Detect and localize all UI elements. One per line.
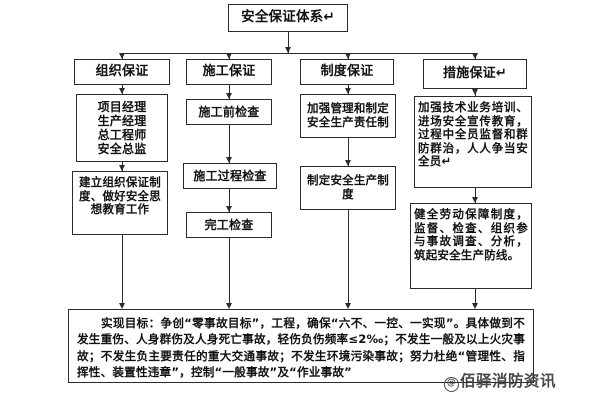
- node-goal-statement: 实现目标：争创“零事故目标”，工程，确保“六不、一控、一实现”。具体做到不发生重…: [68, 309, 534, 383]
- arrow-c3-b: [344, 160, 351, 166]
- arrow-c1-goal: [118, 303, 125, 309]
- node-c4-labor-protection: 健全劳动保障制度，监督、检查、组织参与事故调查、分析，筑起安全生产防线。: [410, 203, 532, 289]
- arrow-c1-a: [118, 88, 125, 94]
- connector-root-stem: [288, 32, 289, 53]
- node-root-safety-assurance-system: 安全保证体系↵: [228, 4, 348, 32]
- node-root-label: 安全保证体系↵: [241, 9, 335, 26]
- node-pillar-institutional-assurance: 制度保证: [300, 59, 394, 85]
- node-c2-completion-label: 完工检查: [204, 217, 254, 232]
- node-c3-safety-label: 制定安全生产制度: [307, 173, 389, 201]
- connector-c2-to-goal: [229, 238, 230, 307]
- watermark-text: 佰驿消防资讯: [460, 372, 557, 390]
- arrow-c2-a: [225, 93, 232, 99]
- arrow-c4-a: [471, 89, 478, 95]
- node-c3-strengthen-management: 加强管理和制定安全生产责任制: [300, 94, 396, 138]
- node-c3-safety-production-system: 制定安全生产制度: [300, 166, 396, 210]
- node-c1-roles: 项目经理 生产经理 总工程师 安全总监: [76, 94, 168, 162]
- node-pillar-1-label: 组织保证: [95, 64, 149, 80]
- arrow-pillar-2: [225, 53, 232, 59]
- arrow-c3-a: [344, 88, 351, 94]
- node-c4-technical-training: 加强技术业务培训、进场安全宣传教育，过程中全员监督和群防群治，人人争当安全员↵: [414, 96, 532, 188]
- connector-c4-a-to-b: [475, 188, 476, 203]
- arrow-root-stem: [284, 47, 291, 53]
- arrow-pillar-4: [471, 53, 478, 59]
- connector-c2-a-to-b: [229, 125, 230, 163]
- node-c4-training-label: 加强技术业务培训、进场安全宣传教育，过程中全员监督和群防群治，人人争当安全员↵: [418, 100, 528, 169]
- node-pillar-2-label: 施工保证: [202, 64, 256, 80]
- arrow-c3-goal: [344, 303, 351, 309]
- node-c1-build-system-label: 建立组织保证制度、做好安全思想教育工作: [79, 175, 161, 217]
- arrow-c2-b: [225, 157, 232, 163]
- arrow-pillar-3: [344, 53, 351, 59]
- node-c2-pre-construction-check: 施工前检查: [186, 99, 272, 125]
- node-pillar-construction-assurance: 施工保证: [186, 59, 272, 85]
- node-pillar-organizational-assurance: 组织保证: [74, 59, 170, 85]
- watermark: @佰驿消防资讯: [444, 369, 556, 392]
- node-c4-labor-label: 健全劳动保障制度，监督、检查、组织参与事故调查、分析，筑起安全生产防线。: [414, 207, 528, 262]
- node-c2-process-check: 施工过程检查: [183, 163, 277, 189]
- connector-c3-a-to-b: [348, 138, 349, 166]
- node-c2-completion-check: 完工检查: [186, 212, 272, 238]
- node-c2-pre-label: 施工前检查: [198, 104, 260, 119]
- node-goal-text: 实现目标：争创“零事故目标”，工程，确保“六不、一控、一实现”。具体做到不发生重…: [77, 316, 525, 380]
- node-pillar-3-label: 制度保证: [320, 64, 374, 80]
- connector-c2-p-to-a: [229, 85, 230, 99]
- node-c1-roles-label: 项目经理 生产经理 总工程师 安全总监: [97, 99, 147, 157]
- node-c1-build-system: 建立组织保证制度、做好安全思想教育工作: [72, 171, 168, 235]
- node-pillar-4-label: 措施保证↵: [443, 66, 507, 82]
- arrow-pillar-1: [118, 53, 125, 59]
- connector-bus-horizontal: [122, 53, 475, 54]
- arrow-c1-b: [118, 165, 125, 171]
- arrow-c2-c: [225, 206, 232, 212]
- arrow-c2-goal: [225, 303, 232, 309]
- connector-c1-to-goal: [122, 235, 123, 307]
- connector-c4-to-goal: [475, 289, 476, 307]
- node-c2-process-label: 施工过程检查: [193, 168, 267, 183]
- arrow-c4-goal: [471, 303, 478, 309]
- connector-c2-b-to-c: [229, 189, 230, 212]
- node-pillar-measures-assurance: 措施保证↵: [423, 59, 527, 89]
- connector-c3-to-goal: [348, 210, 349, 307]
- arrow-c4-b: [471, 197, 478, 203]
- watermark-symbol: @: [444, 377, 459, 392]
- node-c3-strengthen-label: 加强管理和制定安全生产责任制: [307, 101, 389, 129]
